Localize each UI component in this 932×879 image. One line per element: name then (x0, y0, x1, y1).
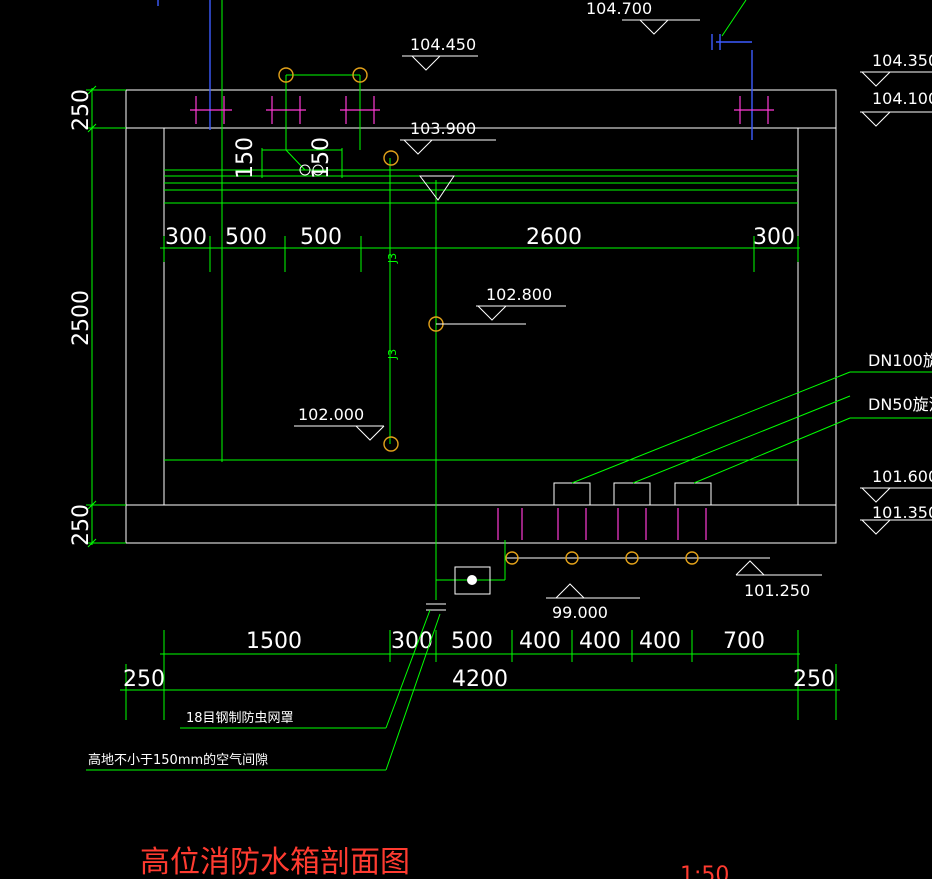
dim-top-300-right: 300 (753, 225, 795, 250)
left-vertical-dimensions: 250 2500 250 (69, 85, 126, 548)
dim-bottom-250-right: 250 (793, 667, 835, 692)
valve-icon (352, 67, 368, 83)
dim-top-500-a: 500 (225, 225, 267, 250)
elev-102-000: 102.000 (298, 405, 364, 424)
dim-bottom-400-b: 400 (579, 629, 621, 654)
tank-structure (125, 89, 837, 544)
elev-104-350: 104.350 (872, 51, 932, 70)
valve-icon (625, 551, 639, 565)
fitting-icon (312, 164, 324, 176)
drawing-scale: 1:50 (680, 863, 729, 879)
valve-icon (383, 436, 399, 452)
dim-bottom-4200: 4200 (452, 667, 508, 692)
elev-104-450: 104.450 (410, 35, 476, 54)
dim-250-top: 250 (69, 89, 94, 131)
elev-101-250: 101.250 (744, 581, 810, 600)
dim-150-a: 150 (233, 137, 258, 179)
elev-102-800: 102.800 (486, 285, 552, 304)
dim-150-b: 150 (309, 137, 334, 179)
elevation-markers: 104.700 104.450 104.350 104.100 103.900 … (294, 0, 932, 622)
outlet-box (454, 566, 491, 595)
dim-top-2600: 2600 (526, 225, 582, 250)
valve-icon (383, 150, 399, 166)
note-dn100: DN100旋 (868, 351, 932, 370)
dim-top-300-left: 300 (165, 225, 207, 250)
drawing-title: 高位消防水箱剖面图 (140, 845, 410, 879)
valve-symbols (278, 67, 699, 565)
inlet-offset-dimensions: 150 150 (233, 137, 343, 179)
tank-interior-outline (163, 127, 799, 506)
right-wall-hatch (797, 127, 837, 506)
pipe-network (157, 0, 770, 611)
dim-bottom-250-left: 250 (123, 667, 165, 692)
dim-2500: 2500 (69, 290, 94, 346)
valve-icon (278, 67, 294, 83)
valve-icon (685, 551, 699, 565)
note-mesh-cover: 18目钢制防虫网罩 (186, 710, 294, 726)
outlet-valve-icon (467, 575, 477, 585)
valve-icon (505, 551, 519, 565)
pipe-tag-j3-a: J3 (386, 253, 399, 264)
water-level-lines (164, 169, 798, 461)
dim-bottom-400-c: 400 (639, 629, 681, 654)
leader-notes: 18目钢制防虫网罩 高地不小于150mm的空气间隙 (86, 609, 441, 771)
left-wall-hatch (125, 127, 165, 506)
elev-103-900: 103.900 (410, 119, 476, 138)
top-slab-hatch (125, 89, 837, 129)
elev-101-350: 101.350 (872, 503, 932, 522)
top-dimension-row: 300 500 500 2600 300 (160, 225, 800, 272)
elev-104-700: 104.700 (586, 0, 652, 18)
note-dn50: DN50旋流 (868, 395, 932, 414)
fitting-icon (299, 164, 311, 176)
elev-101-600: 101.600 (872, 467, 932, 486)
pipe-sleeve-marks (190, 96, 774, 540)
elev-104-100: 104.100 (872, 89, 932, 108)
pipe-tag-j3-b: J3 (386, 349, 399, 360)
dim-bottom-1500: 1500 (246, 629, 302, 654)
vortex-outlets (553, 371, 932, 506)
dim-bottom-700: 700 (723, 629, 765, 654)
dim-top-500-b: 500 (300, 225, 342, 250)
dim-bottom-500: 500 (451, 629, 493, 654)
bottom-slab-hatch (125, 504, 837, 544)
dim-bottom-400-a: 400 (519, 629, 561, 654)
note-air-gap: 高地不小于150mm的空气间隙 (88, 752, 268, 768)
overflow-funnel (419, 175, 455, 201)
bottom-dimension-rows: 1500 300 500 400 400 400 700 250 4200 25… (120, 629, 840, 720)
dim-bottom-300: 300 (391, 629, 433, 654)
valve-icon (565, 551, 579, 565)
dim-250-bottom: 250 (69, 504, 94, 546)
elev-99-000: 99.000 (552, 603, 608, 622)
